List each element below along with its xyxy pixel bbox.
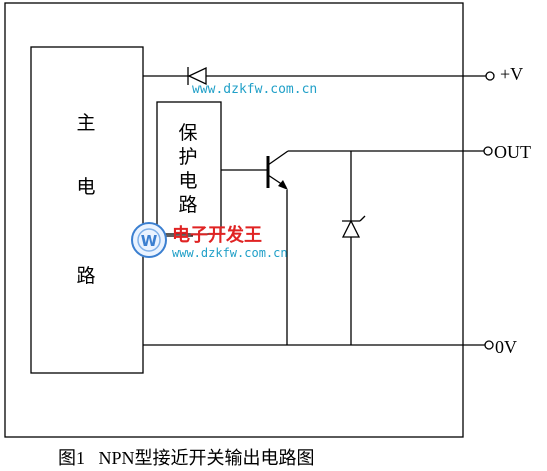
logo-letter: W — [141, 232, 158, 250]
main-char-2: 电 — [76, 176, 95, 198]
label-zero: 0V — [495, 337, 517, 357]
npn-transistor — [221, 150, 289, 190]
protect-char-3: 电 — [178, 170, 197, 192]
terminal-vplus — [485, 71, 495, 81]
logo-ring-icon — [131, 222, 167, 258]
watermark-url-top: www.dzkfw.com.cn — [192, 82, 317, 97]
diode-symbol — [187, 66, 207, 86]
zener-diode-symbol — [341, 215, 366, 238]
main-char-3: 路 — [76, 265, 95, 287]
protect-char-2: 护 — [178, 146, 197, 168]
protect-char-4: 路 — [178, 194, 197, 216]
label-vplus: +V — [500, 64, 523, 84]
main-circuit-block — [30, 46, 144, 374]
protection-circuit-block — [156, 101, 222, 235]
watermark-title: 电子开发王 — [172, 224, 262, 246]
protect-char-1: 保 — [178, 122, 197, 144]
label-out: OUT — [494, 142, 531, 162]
terminal-zero — [484, 340, 494, 350]
figure-caption: 图1 NPN型接近开关输出电路图 — [58, 448, 315, 468]
watermark-logo: W — [131, 222, 167, 258]
main-char-1: 主 — [76, 112, 95, 134]
watermark-url-bottom: www.dzkfw.com.cn — [172, 246, 288, 260]
terminal-out — [483, 146, 493, 156]
